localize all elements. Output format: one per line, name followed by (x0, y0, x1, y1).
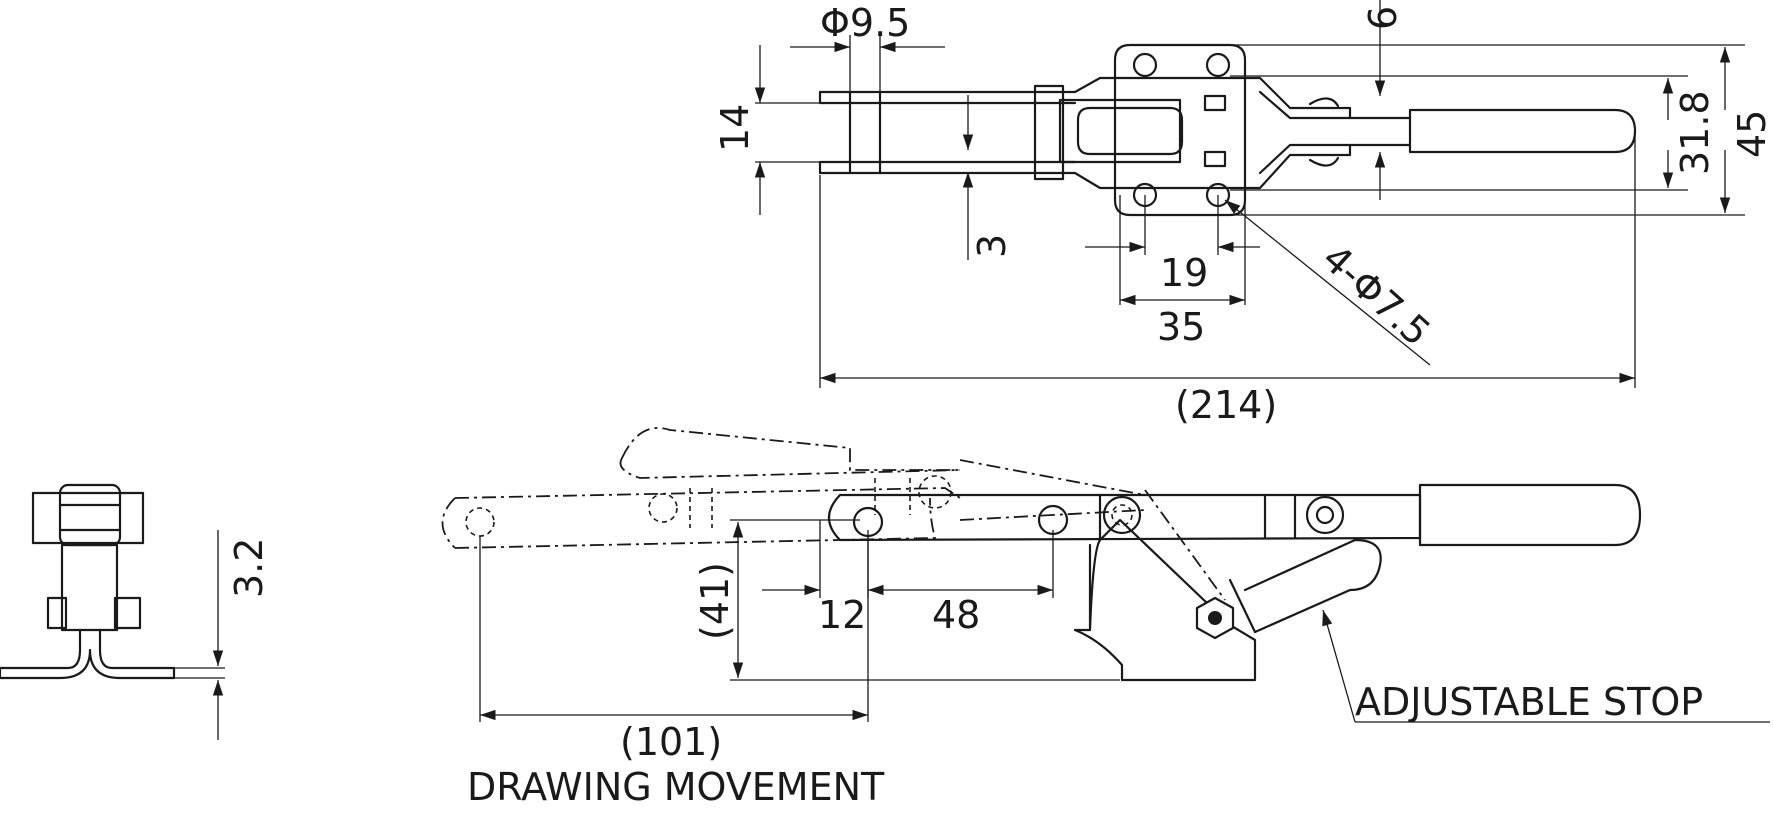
pivot-mid (1037, 504, 1069, 536)
dim-stroke: (101) (620, 720, 722, 764)
dim-arm-width: 14 (713, 104, 757, 152)
ghost-pivot-2 (648, 493, 678, 523)
end-body (60, 543, 119, 632)
dim-top-offset: 6 (1361, 6, 1405, 30)
side-view: (41) 12 48 (101) DRAWING MOVEMENT ADJUST… (441, 427, 1770, 809)
handle-grip (1408, 108, 1637, 154)
dim-height: (41) (693, 562, 737, 640)
pivot-main-inner (1111, 504, 1133, 526)
ghost-link-3 (1144, 489, 1226, 601)
end-nut-left (46, 596, 68, 630)
handle-pivot-inner (1315, 505, 1335, 525)
dim-base-length: 35 (1157, 305, 1205, 349)
main-arm (827, 493, 1422, 542)
ghost-pivot (465, 507, 495, 537)
label-drawing-movement: DRAWING MOVEMENT (467, 765, 885, 809)
end-view: 3.2 (0, 483, 271, 740)
center-link (1076, 106, 1184, 156)
adjustable-stop-edge (1228, 578, 1257, 634)
nut-bottom (1203, 150, 1227, 168)
dim-overall-length: (214) (1175, 383, 1277, 427)
side-cap (1308, 97, 1340, 167)
arm-rivet-box (1058, 98, 1182, 164)
mount-hole-2 (1205, 52, 1231, 78)
ghost-link-2 (959, 509, 1146, 521)
end-nut-right (113, 596, 142, 630)
hex-nut-bolt (1208, 611, 1222, 625)
label-adjustable-stop: ADJUSTABLE STOP (1355, 680, 1703, 724)
top-arm (818, 76, 1352, 190)
dim-base-width: 45 (1730, 110, 1773, 158)
ghost-arm-lower (441, 487, 961, 549)
dim-pivot-to-edge: 12 (818, 593, 866, 637)
dim-pin-diameter: Φ9.5 (820, 1, 910, 45)
dim-arm-thickness: 3 (970, 234, 1014, 258)
top-view: Φ9.5 14 3 6 31.8 45 19 (713, 0, 1773, 427)
leader-adjustable-stop (1322, 609, 1356, 723)
end-top-block (31, 491, 145, 545)
handle-pivot (1305, 495, 1345, 535)
dim-mount-holes: 4-Φ7.5 (1314, 236, 1439, 355)
dim-plate-thickness: 3.2 (227, 538, 271, 598)
leader-mount-holes (1224, 199, 1431, 366)
mount-hole-1 (1132, 52, 1158, 78)
end-base (0, 628, 176, 680)
side-handle (1418, 483, 1642, 547)
arm-block (1033, 84, 1065, 181)
ghost-link (959, 459, 1146, 496)
dim-link-length: 48 (932, 593, 980, 637)
clamp-body (1073, 518, 1257, 682)
dim-hole-pitch: 31.8 (1673, 90, 1717, 175)
pivot-main (1102, 495, 1142, 535)
ghost-pivot-3 (918, 475, 952, 509)
nut-top (1203, 94, 1227, 112)
adjustable-stop (1243, 538, 1382, 634)
ghost-arm-upper (619, 427, 961, 479)
dim-hole-spacing: 19 (1160, 251, 1208, 295)
